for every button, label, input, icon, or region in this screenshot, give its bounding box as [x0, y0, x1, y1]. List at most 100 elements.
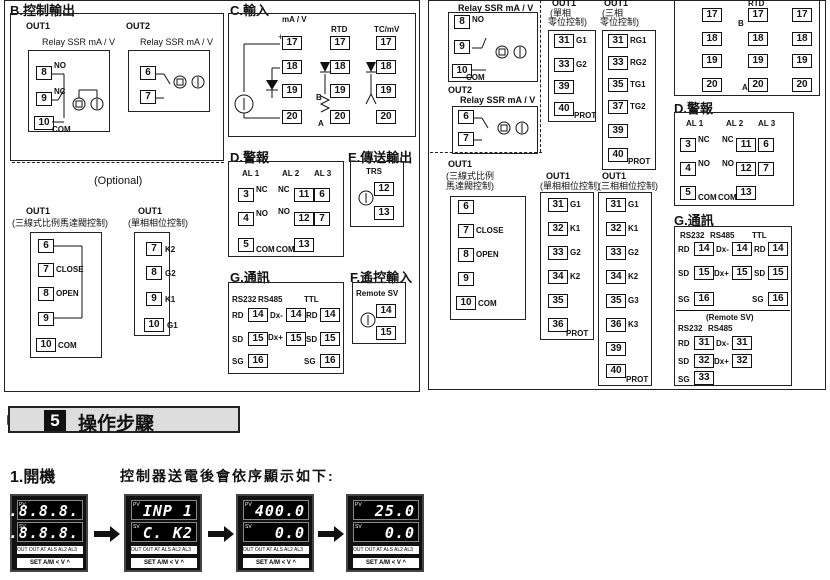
r-g-terminal-14a: 14	[694, 242, 714, 256]
terminal-7: 7	[140, 90, 156, 104]
out1-sub: Relay SSR mA / V	[42, 37, 116, 47]
input-symbols: +	[234, 34, 377, 119]
r-g2-label: G2	[576, 60, 587, 69]
e-terminal-12: 12	[374, 182, 394, 196]
r-t-terminal-34: 34	[606, 270, 626, 284]
r-terminal-31a: 31	[554, 34, 574, 48]
c-terminal-19a: 19	[282, 84, 302, 98]
nc-label: NC	[54, 87, 66, 96]
r-g-dxp: Dx+	[714, 269, 729, 278]
sv-tag: SV	[355, 524, 362, 530]
opt-terminal-8: 8	[38, 287, 54, 301]
r-c-terminal-19c: 19	[792, 54, 812, 68]
opt-out1-desc: (三線式比例馬達閥控制)	[12, 218, 108, 228]
r-terminal-9: 9	[454, 40, 470, 54]
section-e-box	[350, 161, 404, 227]
r-g-ttl: TTL	[752, 231, 767, 240]
r-t-terminal-33: 33	[606, 246, 626, 260]
arrow-right-icon	[318, 526, 344, 542]
r-relay-header: Relay SSR mA / V	[458, 3, 534, 13]
d-terminal-12: 12	[294, 212, 314, 226]
out2-wiring	[128, 50, 210, 112]
r-d-no-2: NO	[722, 159, 734, 168]
key-row: SET A/M < V ^	[243, 558, 309, 568]
d-terminal-5: 5	[238, 238, 254, 252]
r-prot-label-b: PROT	[628, 157, 651, 166]
c-terminal-19b: 19	[330, 84, 350, 98]
r-g-dxp-2: Dx+	[714, 357, 729, 366]
g-rd-label: RD	[232, 311, 244, 320]
r-no-label: NO	[472, 15, 484, 24]
left-wiring-panel	[4, 0, 420, 392]
r-t-k3: K3	[628, 320, 639, 329]
r-out2-relay-header: Relay SSR mA / V	[460, 95, 536, 105]
r-rg1-label: RG1	[630, 36, 647, 45]
d-nc-label-2: NC	[278, 185, 290, 194]
phase-terminal-8: 8	[146, 266, 162, 280]
r-three-box	[598, 192, 652, 386]
r-out2-box	[452, 106, 538, 154]
g-ttl-label: TTL	[304, 295, 319, 304]
r-a-label: A	[742, 83, 748, 92]
step1-description: 控制器送電後會依序顯示如下:	[120, 468, 335, 484]
open-label: OPEN	[56, 289, 79, 298]
r-s-prot: PROT	[566, 329, 589, 338]
r-prot-label-a: PROT	[574, 111, 597, 120]
c-terminal-17b: 17	[330, 36, 350, 50]
f-remote-label: Remote SV	[356, 289, 399, 298]
r-c-terminal-17a: 17	[702, 8, 722, 22]
r-opt-out1-label: OUT1	[448, 159, 473, 169]
indicator-strip: OUT OUT AT ALS AL2 AL3 MAN PROG	[353, 546, 419, 554]
c-terminal-18b: 18	[330, 60, 350, 74]
c-terminal-20c: 20	[376, 110, 396, 124]
opt-out1-label: OUT1	[26, 206, 51, 216]
d-terminal-4: 4	[238, 212, 254, 226]
g-rd-label-2: RD	[306, 311, 318, 320]
r-out2-terminal-6: 6	[458, 110, 474, 124]
g-sd-label-2: SD	[306, 335, 318, 344]
r-t-terminal-35: 35	[606, 294, 626, 308]
pv-value: 400.0	[254, 502, 305, 520]
r-out2-terminal-7: 7	[458, 132, 474, 146]
g-sd-label: SD	[232, 335, 244, 344]
d-terminal-13: 13	[294, 238, 314, 252]
pv-tag: PV	[355, 502, 362, 508]
r-g-terminal-32b: 32	[732, 354, 752, 368]
r-t-k2: K2	[628, 272, 639, 281]
g-sg-label: SG	[232, 357, 244, 366]
terminal-10: 10	[34, 116, 54, 130]
f-terminal-15: 15	[376, 326, 396, 340]
section-b-box	[10, 13, 224, 161]
out1-symbols	[52, 73, 104, 123]
r-optional-hline	[430, 152, 542, 153]
sv-tag: SV	[245, 524, 252, 530]
r-terminal-39b: 39	[608, 124, 628, 138]
c-terminal-20a: 20	[282, 110, 302, 124]
r-g-rs232-2: RS232	[678, 324, 703, 333]
r-input-box	[674, 0, 820, 96]
trs-symbol	[358, 190, 374, 206]
r-out1-3p-desc2: 零位控制)	[600, 17, 639, 27]
svg-text:+: +	[278, 34, 283, 42]
valve-lines	[54, 245, 83, 319]
r-b-label: B	[738, 19, 744, 28]
pv-tag: PV	[19, 502, 26, 508]
section-f-box	[352, 282, 406, 344]
step1-title: 1.開機	[10, 469, 56, 486]
r-t-g1: G1	[628, 200, 639, 209]
section5-number: 5	[44, 410, 66, 431]
r-g-title: G.通訊	[674, 213, 714, 228]
r-c-terminal-18b: 18	[748, 32, 768, 46]
g-terminal-14c: 14	[320, 308, 340, 322]
k1-label: K1	[165, 295, 176, 304]
d-terminal-11: 11	[294, 188, 314, 202]
r-g-sd: SD	[678, 269, 690, 278]
r-opt-desc2: 馬達閥控制)	[446, 181, 494, 191]
r-out1-symbols	[472, 37, 527, 71]
